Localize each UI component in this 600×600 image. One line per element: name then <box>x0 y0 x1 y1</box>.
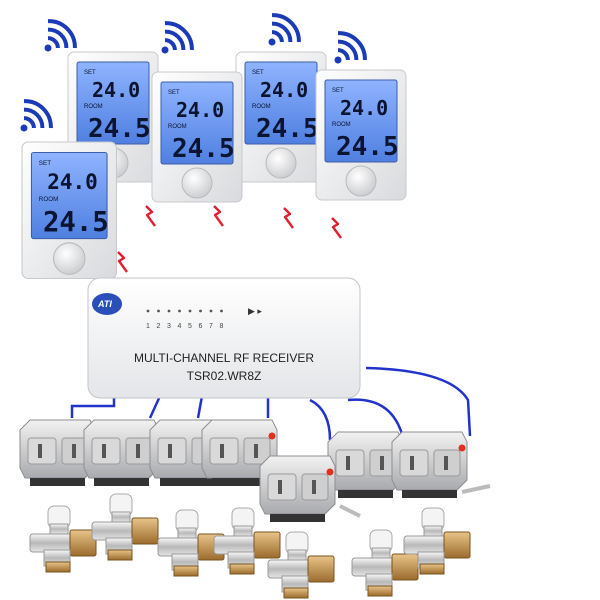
channel-number: 5 <box>188 323 192 330</box>
receiver-title: MULTI-CHANNEL RF RECEIVER <box>134 351 314 365</box>
wifi-icon <box>18 93 59 134</box>
lightning-icon <box>212 204 225 228</box>
play-icon: ▶ ▸ <box>248 306 262 316</box>
lightning-icon <box>116 250 129 274</box>
thermostat <box>315 69 407 201</box>
channel-leds <box>146 309 223 313</box>
channel-led <box>178 309 181 313</box>
thermostat <box>235 51 327 183</box>
valve-icon <box>29 505 97 573</box>
actuator-icon <box>83 419 160 487</box>
wifi-icon <box>332 25 373 66</box>
lightning-icon <box>282 206 295 230</box>
lightning-icon <box>144 204 157 228</box>
channel-led <box>209 309 213 313</box>
receiver-model: TSR02.WR8Z <box>187 369 262 383</box>
channel-led <box>220 309 223 313</box>
channel-number: 4 <box>178 323 182 330</box>
lightning-icon <box>330 216 343 240</box>
channel-number: 6 <box>199 323 203 330</box>
wifi-icon <box>266 7 307 48</box>
receiver-logo: ATI <box>97 299 112 309</box>
actuator-cables <box>339 484 491 518</box>
channel-led <box>167 309 171 313</box>
actuator-icon <box>391 431 468 499</box>
thermostat <box>21 141 118 280</box>
channel-led <box>157 309 160 313</box>
channel-number: 3 <box>167 323 171 330</box>
channel-number: 2 <box>157 323 161 330</box>
channel-number: 7 <box>209 323 213 330</box>
valve-icon <box>91 493 159 561</box>
wifi-icon <box>42 13 83 54</box>
actuator-icon <box>259 455 336 523</box>
channel-number: 1 <box>146 323 150 330</box>
channel-number: 8 <box>220 323 224 330</box>
logo-icon <box>92 293 122 315</box>
wiring <box>70 366 472 441</box>
channel-led <box>188 309 192 313</box>
wifi-icon <box>159 15 200 56</box>
thermostat <box>151 71 243 203</box>
channel-led <box>199 309 202 313</box>
channel-led <box>146 309 150 313</box>
